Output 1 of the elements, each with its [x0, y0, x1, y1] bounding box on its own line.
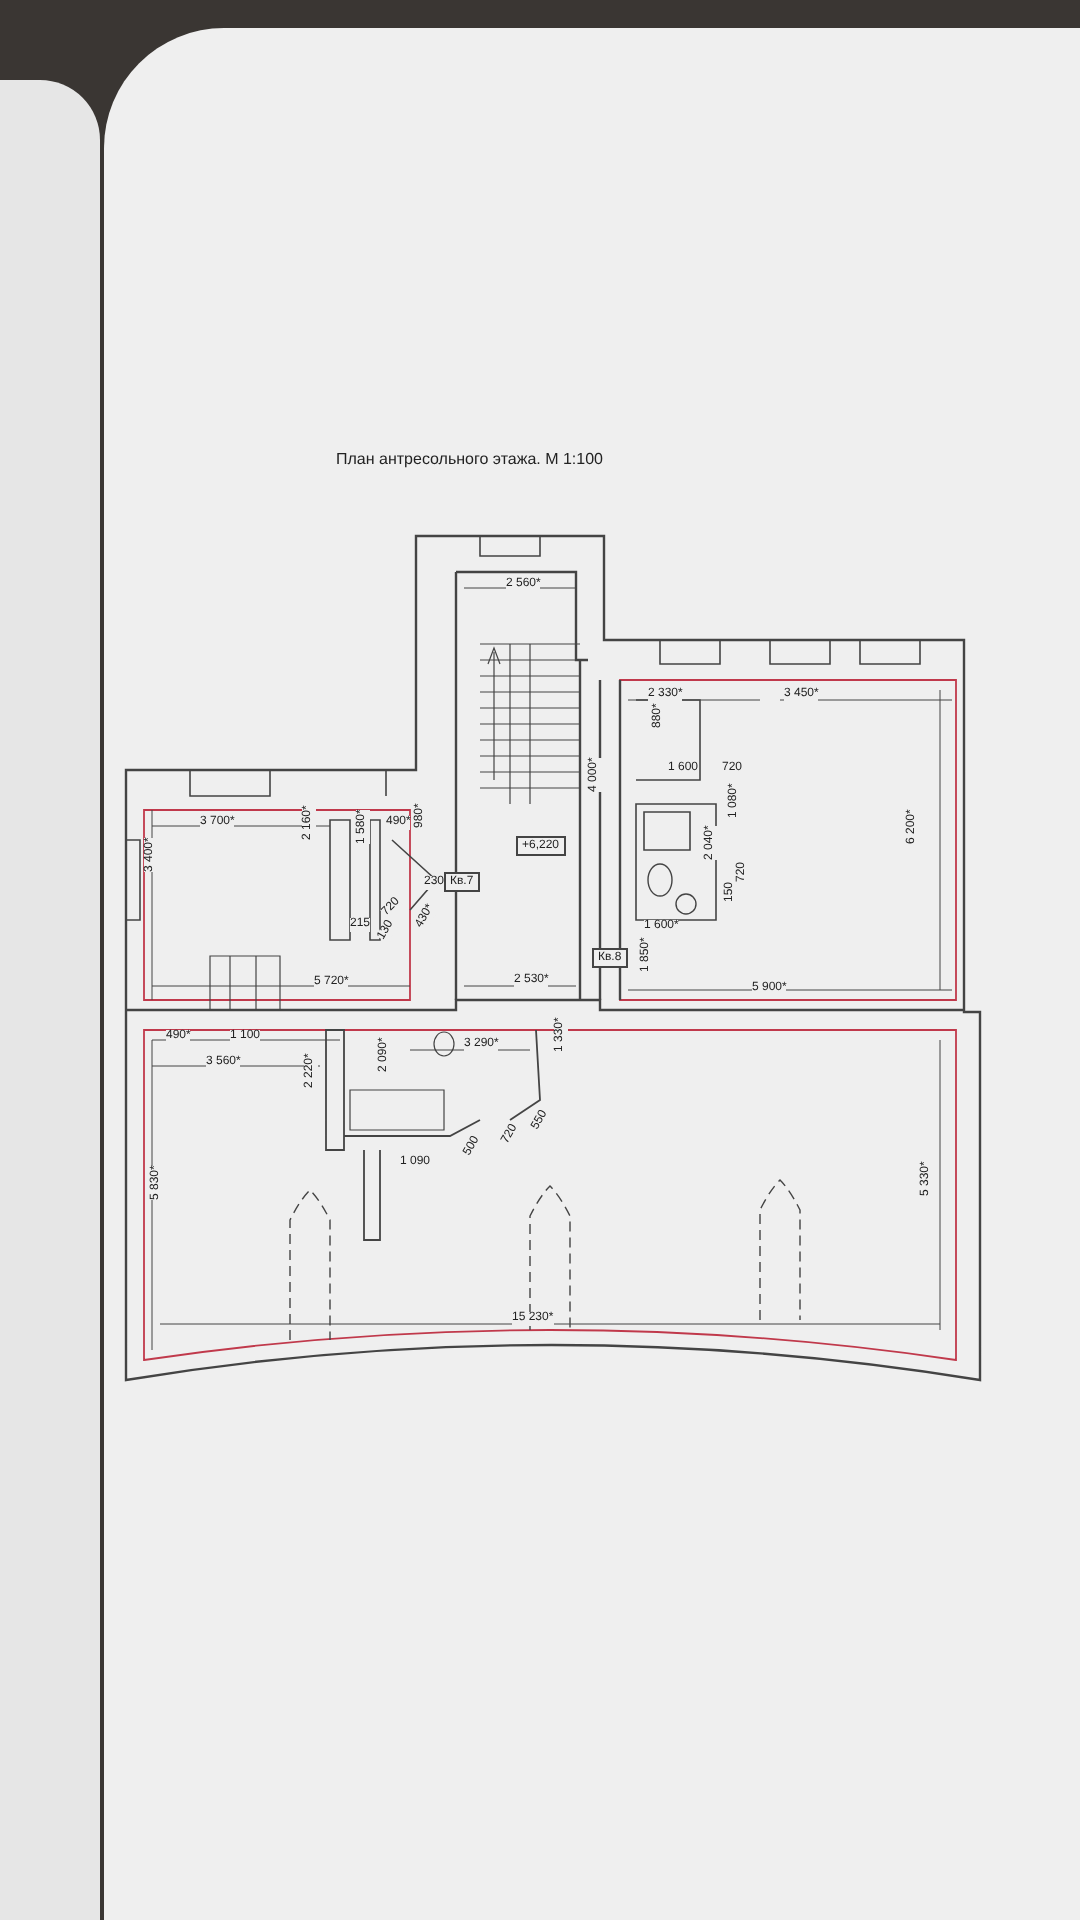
- plan-title: План антресольного этажа. М 1:100: [336, 448, 603, 472]
